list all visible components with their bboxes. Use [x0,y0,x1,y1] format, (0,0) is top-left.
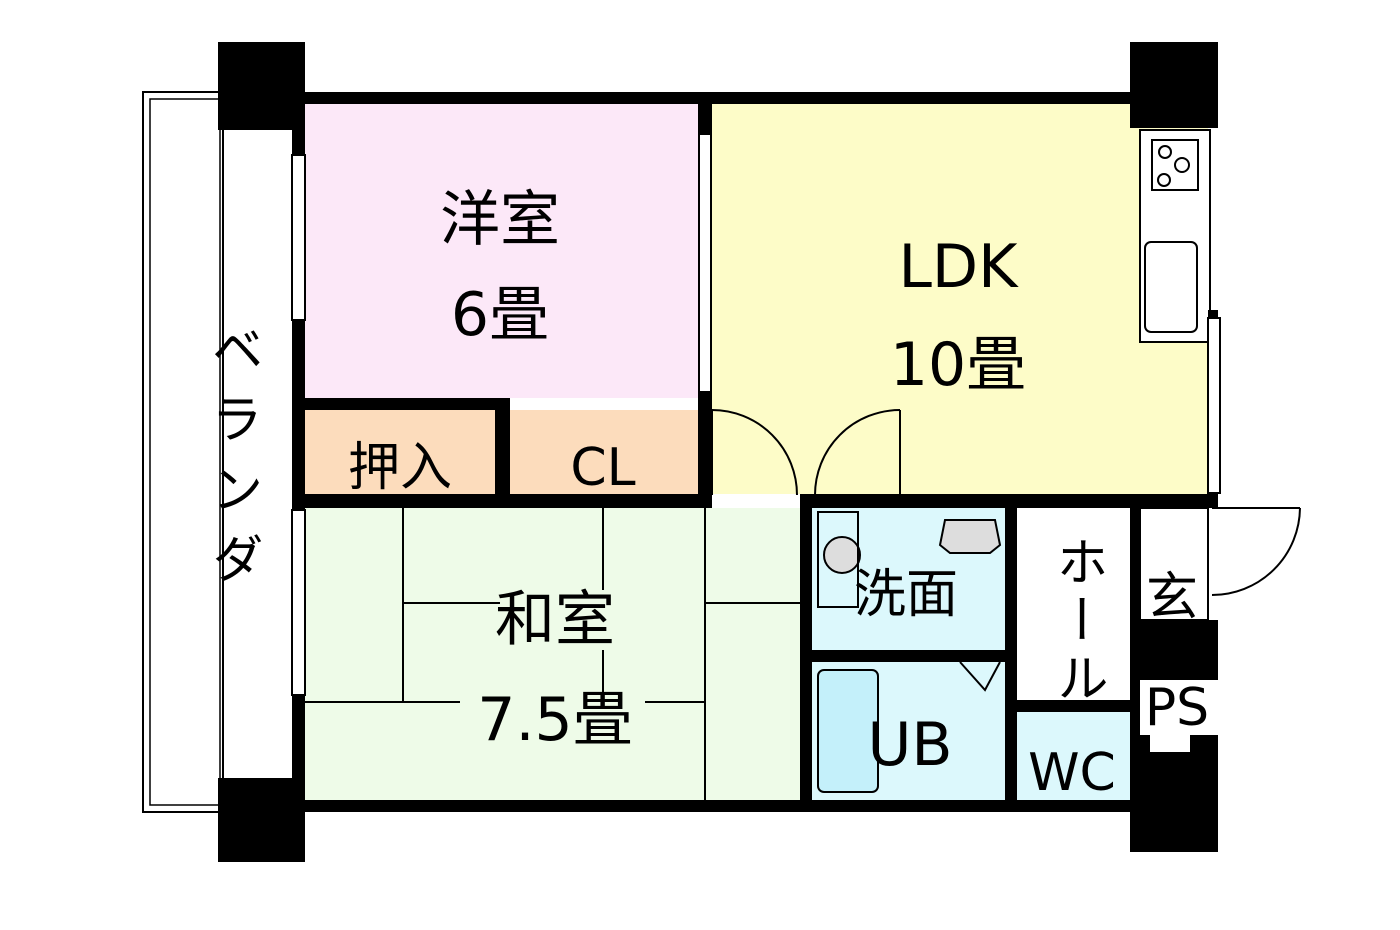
tatami-lines [305,500,800,800]
western-room-name: 洋室 [440,185,560,255]
western-room-size: 6畳 [451,280,549,350]
room-closet-futon [305,410,495,495]
pillars [218,42,1218,862]
room-ldk [712,104,1208,494]
entrance-label: 玄 [1146,568,1198,628]
kitchen-counter [1139,129,1211,343]
balcony [142,91,224,813]
hall-label: ホール [1047,535,1107,709]
room-toilet [1015,712,1130,800]
bath-label: UB [867,710,952,780]
room-closet [510,410,700,495]
windows [291,133,1221,696]
walls [292,92,1218,812]
doors [711,409,1301,692]
ldk-name: LDK [899,232,1020,302]
balcony-label: ベランダ [202,322,262,602]
room-japanese [305,508,800,800]
fixtures [817,511,1002,793]
room-hall [1015,508,1130,712]
closet-label: CL [570,438,635,498]
toilet-label: WC [1028,743,1116,803]
ldk-size: 10畳 [890,330,1026,400]
washroom-label: 洗面 [854,565,958,625]
closet-futon-label: 押入 [348,438,452,498]
pipe-space-label: PS [1145,678,1209,738]
japanese-room-name: 和室 [495,585,615,655]
room-western [305,104,700,398]
japanese-room-size: 7.5畳 [477,685,632,755]
